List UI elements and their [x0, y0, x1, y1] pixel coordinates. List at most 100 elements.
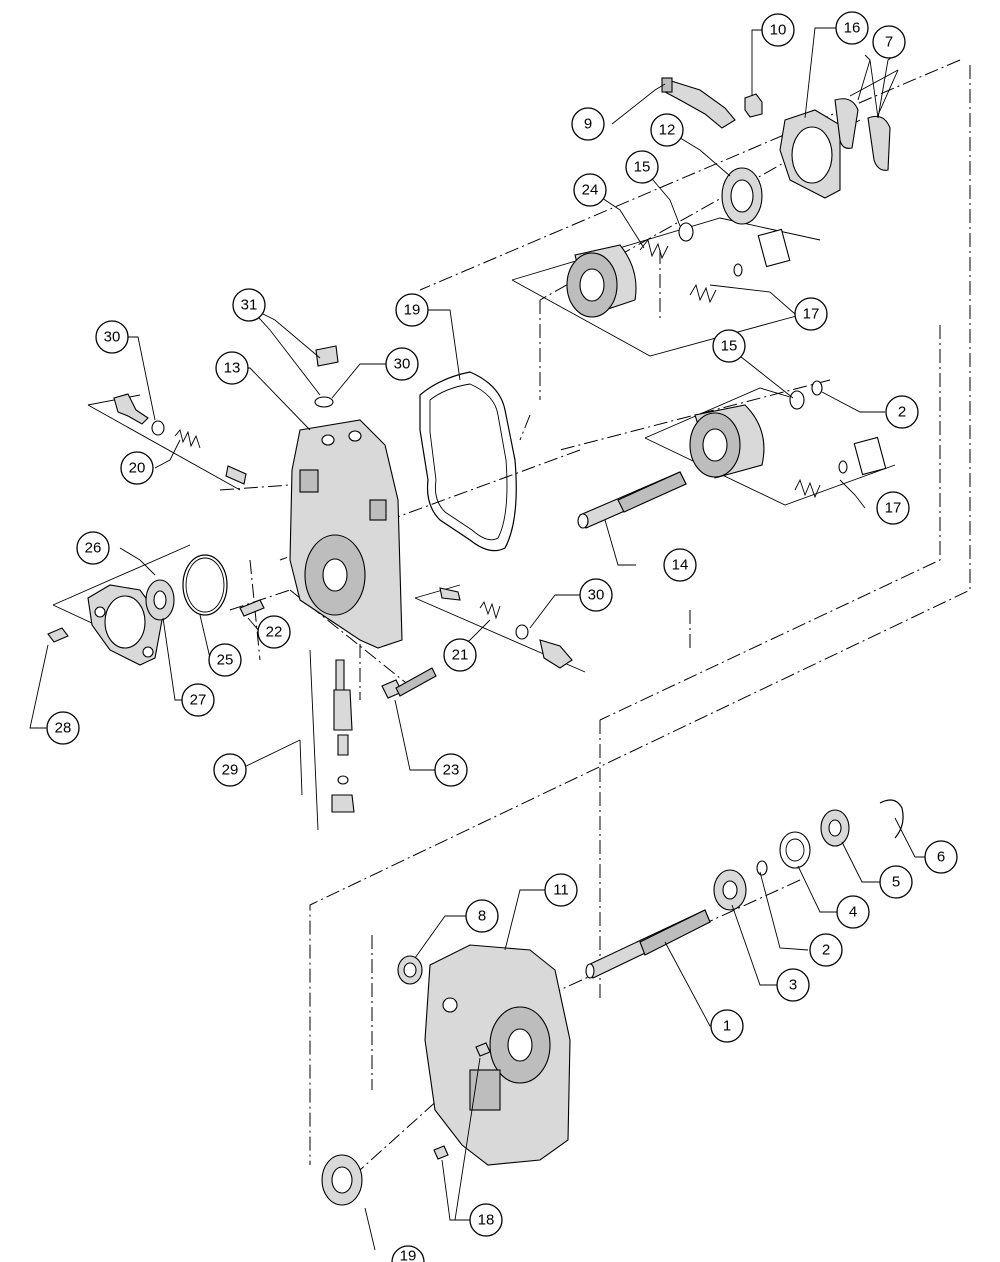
- callout-29: 29: [213, 753, 247, 787]
- svg-text:23: 23: [443, 762, 460, 779]
- svg-text:6: 6: [937, 849, 945, 866]
- svg-text:29: 29: [222, 762, 239, 779]
- seal-part-5: [820, 809, 850, 847]
- callout-28: 28: [46, 711, 80, 745]
- o-ring-part-25: [182, 554, 228, 616]
- pin-part-22: [239, 599, 265, 617]
- callout-31: 31: [232, 288, 266, 322]
- svg-text:4: 4: [849, 904, 857, 921]
- svg-text:13: 13: [224, 360, 241, 377]
- kit-brackets: [52, 217, 896, 831]
- bearing-part-3: [713, 869, 747, 911]
- callout-5: 5: [879, 865, 913, 899]
- svg-text:3: 3: [789, 977, 797, 994]
- svg-text:20: 20: [129, 460, 146, 477]
- callout-15b: 15: [712, 329, 746, 363]
- plug-part-31: [314, 345, 339, 408]
- svg-text:9: 9: [584, 116, 592, 133]
- svg-text:26: 26: [85, 540, 102, 557]
- callout-25: 25: [208, 643, 242, 677]
- svg-text:1: 1: [723, 1018, 731, 1035]
- valve-part-20: [113, 393, 247, 485]
- callout-30c: 30: [579, 578, 613, 612]
- svg-text:24: 24: [582, 182, 599, 199]
- callout-23: 23: [434, 753, 468, 787]
- bolt-part-23: [381, 667, 437, 699]
- svg-text:15: 15: [721, 338, 738, 355]
- svg-text:8: 8: [478, 908, 486, 925]
- svg-text:11: 11: [553, 882, 569, 899]
- svg-text:30: 30: [394, 356, 411, 373]
- svg-text:27: 27: [190, 692, 207, 709]
- callout-26: 26: [76, 531, 110, 565]
- callout-21: 21: [443, 638, 477, 672]
- bearing-part-12: [721, 167, 763, 225]
- ring-part-15-upper: [678, 222, 694, 242]
- svg-text:5: 5: [892, 874, 900, 891]
- callout-14: 14: [663, 548, 697, 582]
- seal-part-19-lower: [321, 1154, 363, 1206]
- gasket-part-19: [419, 371, 517, 552]
- callout-10: 10: [761, 13, 795, 47]
- svg-text:16: 16: [844, 20, 861, 37]
- rings-part-15-2: [789, 380, 823, 410]
- callout-27: 27: [181, 683, 215, 717]
- rotating-group-upper: [566, 228, 791, 318]
- svg-text:22: 22: [266, 624, 283, 641]
- svg-text:18: 18: [478, 1212, 495, 1229]
- svg-text:19: 19: [400, 1248, 417, 1262]
- callout-19-lower: 19: [391, 1245, 425, 1262]
- center-section-part-13: [289, 419, 403, 649]
- svg-text:15: 15: [634, 159, 651, 176]
- spring-part-24: [639, 239, 669, 260]
- callout-18: 18: [469, 1203, 503, 1237]
- callout-13: 13: [215, 351, 249, 385]
- housing-part-11: [424, 944, 571, 1166]
- callout-11: 11: [544, 873, 578, 907]
- svg-text:2: 2: [898, 404, 906, 421]
- svg-text:12: 12: [659, 122, 676, 139]
- snap-ring-part-6: [879, 799, 904, 839]
- svg-text:30: 30: [588, 587, 605, 604]
- callout-16: 16: [835, 11, 869, 45]
- callout-9: 9: [571, 107, 605, 141]
- key-part-10: [744, 93, 763, 118]
- callout-17a: 17: [794, 297, 828, 331]
- gerotor-part-27: [145, 579, 175, 621]
- bearing-halves-part-7: [834, 98, 891, 171]
- valve-stack-part-29: [331, 659, 355, 813]
- shaft-part-14: [577, 471, 687, 529]
- ring-part-2-lower: [756, 860, 768, 876]
- svg-text:19: 19: [404, 302, 421, 319]
- callout-8: 8: [465, 899, 499, 933]
- svg-text:21: 21: [452, 647, 469, 664]
- callout-2b: 2: [885, 395, 919, 429]
- callout-30a: 30: [95, 320, 129, 354]
- callout-20: 20: [120, 451, 154, 485]
- svg-text:28: 28: [55, 720, 72, 737]
- callout-4: 4: [836, 895, 870, 929]
- seal-part-8: [397, 955, 423, 985]
- callout-19: 19: [395, 293, 429, 327]
- callout-3: 3: [776, 968, 810, 1002]
- svg-text:2: 2: [822, 942, 830, 959]
- callout-2a: 2: [809, 933, 843, 967]
- callout-22: 22: [257, 615, 291, 649]
- svg-text:25: 25: [217, 652, 234, 669]
- svg-text:17: 17: [803, 306, 820, 323]
- callout-15a: 15: [625, 150, 659, 184]
- valve-part-21: [439, 587, 573, 669]
- svg-text:30: 30: [104, 329, 121, 346]
- callout-30b: 30: [385, 347, 419, 381]
- svg-text:7: 7: [885, 34, 893, 51]
- input-shaft-part-1: [585, 909, 711, 979]
- svg-text:31: 31: [241, 297, 258, 314]
- callout-17b: 17: [876, 491, 910, 525]
- washer-part-4: [779, 831, 811, 869]
- rotating-group-lower: [689, 404, 887, 499]
- callout-1: 1: [710, 1009, 744, 1043]
- callout-24: 24: [573, 173, 607, 207]
- screw-part-28: [47, 627, 69, 643]
- svg-text:17: 17: [885, 500, 902, 517]
